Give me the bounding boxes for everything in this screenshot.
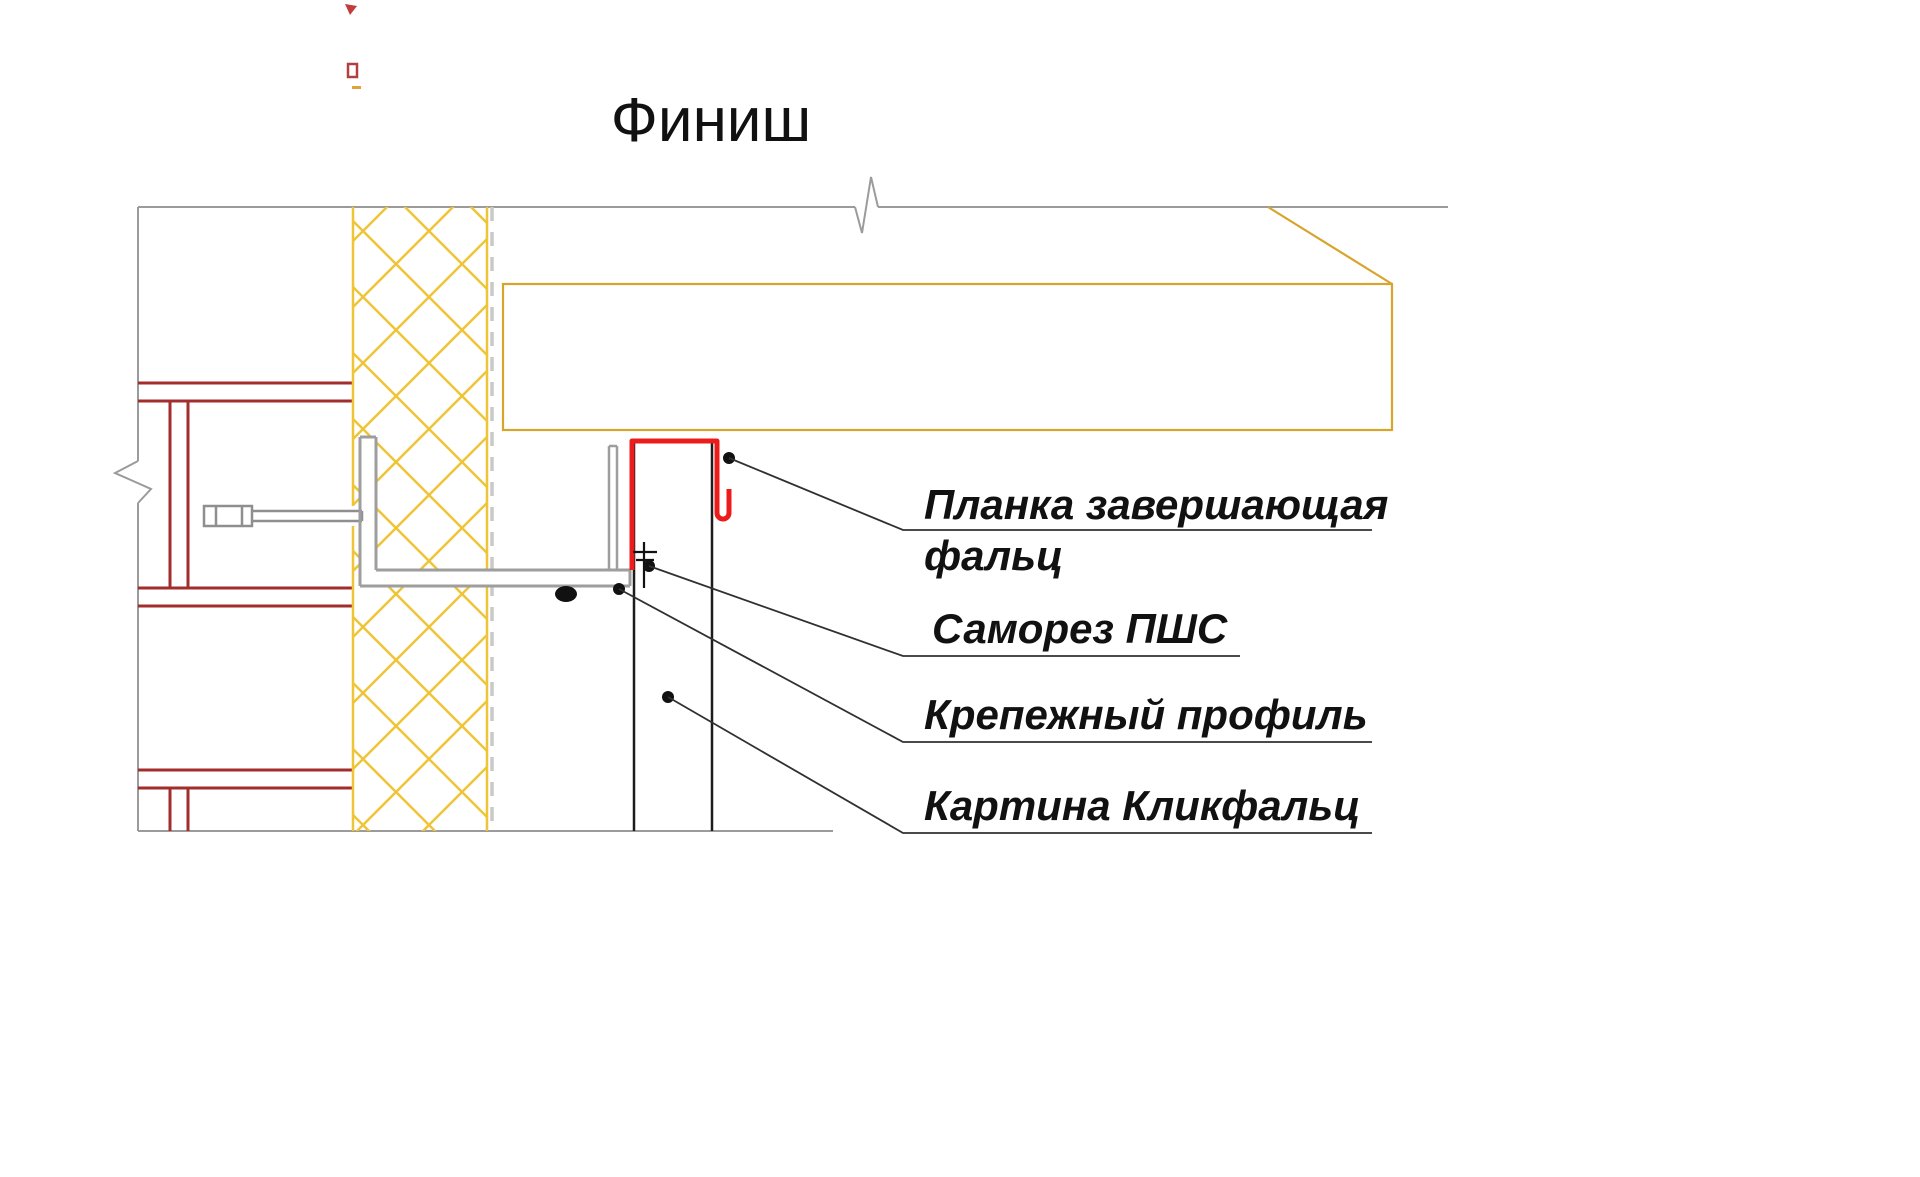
page-title: Финиш [611,86,811,155]
leader-mounting-profile [618,588,1372,743]
artifact-mark-2 [346,62,359,79]
wall-profile-lines [138,381,353,831]
rivet-dot [555,586,577,602]
anchor-bolt [202,504,364,528]
mounting-profile-lines [607,444,619,570]
leader-finishing-strip [728,457,1372,531]
leader-screw [648,565,1240,657]
scan-artifacts [345,4,361,89]
panel-edge-lines [632,443,714,831]
label-finishing-strip-line2: фальц [924,532,1063,579]
wall-bracket [358,435,632,588]
label-mounting-profile: Крепежный профиль [924,691,1368,738]
label-screw: Саморез ПШС [932,605,1228,652]
beam-corner-diagonal [1267,206,1393,285]
artifact-mark-1 [345,4,357,15]
callout-labels: Планка завершающая фальц Саморез ПШС Кре… [924,481,1388,829]
bracket-outline [358,435,632,588]
artifact-mark-3 [352,86,361,89]
beam-outline [501,282,1394,432]
mounting-profile [607,444,619,570]
finishing-strip [629,438,732,570]
left-break-symbol [112,460,153,504]
clickfalz-panel [632,443,714,831]
bracket-plate-underlay [360,437,376,586]
leader-lines [618,457,1372,834]
anchor-dowel-ribs [214,506,244,526]
wall-stud-profiles [138,381,353,831]
label-clickfalz: Картина Кликфальц [924,782,1360,829]
leader-panel [667,696,1372,834]
ceiling-beam [501,206,1394,432]
insulation-layer [351,207,489,831]
anchor-underlay [204,506,362,526]
anchor-shaft [252,509,364,523]
bracket-arm-underlay [360,570,630,586]
anchor-dowel [202,504,254,528]
top-break-symbol [854,176,879,234]
label-finishing-strip-line1: Планка завершающая [924,481,1388,528]
